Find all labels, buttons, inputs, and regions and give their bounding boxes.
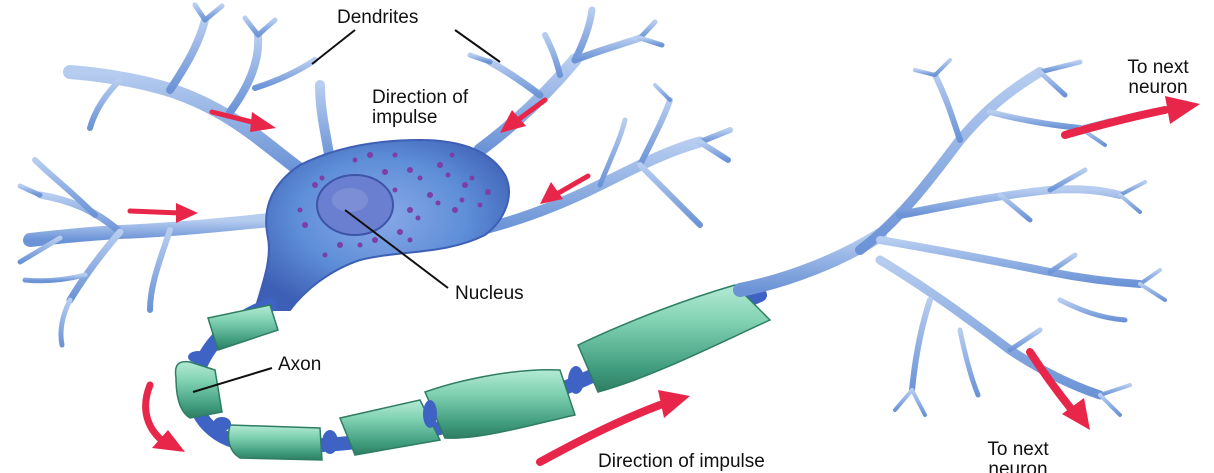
- to-next-neuron-label-bottom: To next neuron: [968, 440, 1068, 473]
- axon-terminals: [860, 60, 1165, 415]
- arrow-icon: [130, 203, 198, 223]
- axon-label: Axon: [278, 355, 321, 375]
- to-next-neuron-label-top: To next neuron: [1108, 58, 1208, 98]
- arrow-icon: [1065, 96, 1200, 135]
- dendrites-leader-left: [312, 30, 355, 64]
- arrow-icon: [500, 100, 545, 133]
- direction-of-impulse-label-top: Direction of impulse: [372, 88, 468, 128]
- nucleus-label: Nucleus: [455, 284, 524, 304]
- myelin-sheath: [176, 285, 770, 460]
- dendrites-label: Dendrites: [337, 8, 418, 28]
- direction-of-impulse-label-bottom: Direction of impulse: [598, 452, 765, 472]
